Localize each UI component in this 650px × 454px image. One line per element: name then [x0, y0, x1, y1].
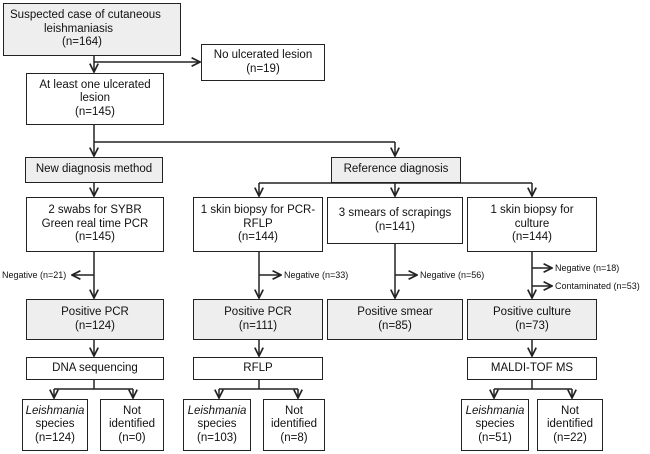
leish-maldi-genus: Leishmania	[465, 404, 525, 417]
notid-maldi-line2: identified	[546, 418, 594, 431]
leish-seq-genus: Leishmania	[25, 404, 85, 417]
biopsy-culture-line1: 1 skin biopsy for	[490, 204, 574, 217]
pos-smear-label: Positive smear	[357, 306, 433, 318]
not-identified-rflp-box: Not identified (n=8)	[263, 399, 325, 451]
suspected-line1: Suspected case of cutaneous	[10, 9, 161, 22]
leish-maldi-species: species	[475, 418, 515, 431]
notid-seq-line2: identified	[108, 418, 156, 431]
not-identified-seq-box: Not identified (n=0)	[100, 399, 164, 451]
leish-rflp-genus: Leishmania	[187, 404, 247, 417]
smears-box: 3 smears of scrapings (n=141)	[327, 197, 463, 244]
no-ulcer-label: No ulcerated lesion	[213, 49, 313, 61]
swabs-line1: 2 swabs for SYBR	[48, 204, 142, 217]
ulcerated-count: (n=145)	[75, 105, 115, 118]
pos-culture-label: Positive culture	[493, 306, 571, 318]
swabs-box: 2 swabs for SYBR Green real time PCR (n=…	[26, 197, 164, 252]
maldi-tof-box: MALDI-TOF MS	[467, 357, 597, 380]
positive-smear-box: Positive smear (n=85)	[327, 299, 463, 340]
leish-rflp-species: species	[197, 418, 237, 431]
leish-seq-species: species	[35, 418, 75, 431]
smears-count: (n=141)	[375, 220, 415, 233]
no-ulcer-count: (n=19)	[246, 62, 280, 75]
rflp-label: RFLP	[243, 361, 273, 374]
notid-seq-count: (n=0)	[118, 431, 146, 444]
swabs-count: (n=145)	[75, 231, 115, 244]
negative-biopsy-pcr-label: Negative (n=33)	[284, 270, 349, 280]
suspected-line2: leishmaniasis	[44, 22, 114, 35]
leish-rflp-count: (n=103)	[197, 431, 237, 444]
pos-smear-count: (n=85)	[378, 319, 412, 332]
no-ulcerated-lesion-box: No ulcerated lesion (n=19)	[201, 44, 325, 81]
biopsy-culture-line2: culture	[514, 217, 550, 230]
leishmania-maldi-box: Leishmania species (n=51)	[461, 399, 529, 451]
leishmania-seq-box: Leishmania species (n=124)	[22, 399, 88, 451]
negative-smears-label: Negative (n=56)	[420, 270, 485, 280]
notid-rflp-count: (n=8)	[280, 431, 308, 444]
notid-maldi-count: (n=22)	[553, 431, 587, 444]
ulcerated-line1: At least one ulcerated	[39, 78, 151, 91]
biopsy-pcr-box: 1 skin biopsy for PCR- RFLP (n=144)	[193, 197, 323, 252]
notid-rflp-line2: identified	[270, 418, 318, 431]
positive-culture-box: Positive culture (n=73)	[467, 299, 597, 340]
notid-seq-line1: Not	[123, 404, 141, 417]
dna-seq-label: DNA sequencing	[52, 361, 138, 374]
negative-culture-label: Negative (n=18)	[555, 263, 620, 273]
pos-pcr-ref-count: (n=111)	[238, 319, 278, 332]
pos-culture-count: (n=73)	[515, 319, 549, 332]
notid-rflp-line1: Not	[285, 404, 303, 417]
swabs-line2: Green real time PCR	[41, 217, 149, 230]
ulcerated-lesion-box: At least one ulcerated lesion (n=145)	[26, 73, 164, 125]
reference-diagnosis-box: Reference diagnosis	[331, 157, 461, 183]
biopsy-culture-count: (n=144)	[512, 231, 552, 244]
pos-pcr-new-label: Positive PCR	[61, 306, 129, 318]
rflp-box: RFLP	[193, 357, 323, 380]
leish-maldi-count: (n=51)	[478, 431, 512, 444]
dna-sequencing-box: DNA sequencing	[26, 357, 164, 380]
reference-label: Reference diagnosis	[343, 163, 449, 176]
positive-pcr-ref-box: Positive PCR (n=111)	[193, 299, 323, 340]
suspected-count: (n=164)	[62, 36, 102, 49]
not-identified-maldi-box: Not identified (n=22)	[537, 399, 603, 451]
negative-swabs-label: Negative (n=21)	[2, 270, 67, 280]
maldi-label: MALDI-TOF MS	[490, 361, 574, 374]
biopsy-pcr-count: (n=144)	[238, 231, 278, 244]
positive-pcr-new-box: Positive PCR (n=124)	[26, 299, 164, 340]
notid-maldi-line1: Not	[561, 404, 579, 417]
contaminated-culture-label: Contaminated (n=53)	[555, 281, 640, 291]
new-diagnosis-method-box: New diagnosis method	[25, 157, 163, 183]
pos-pcr-new-count: (n=124)	[75, 319, 115, 332]
new-method-label: New diagnosis method	[35, 163, 153, 176]
suspected-case-box: Suspected case of cutaneous leishmaniasi…	[3, 3, 181, 56]
ulcerated-line2: lesion	[79, 92, 111, 105]
leishmania-rflp-box: Leishmania species (n=103)	[183, 399, 251, 451]
biopsy-culture-box: 1 skin biopsy for culture (n=144)	[467, 197, 597, 252]
pos-pcr-ref-label: Positive PCR	[224, 306, 292, 318]
smears-line1: 3 smears of scrapings	[338, 207, 452, 219]
biopsy-pcr-line1: 1 skin biopsy for PCR-	[200, 204, 316, 217]
leish-seq-count: (n=124)	[35, 431, 75, 444]
biopsy-pcr-line2: RFLP	[243, 217, 273, 230]
